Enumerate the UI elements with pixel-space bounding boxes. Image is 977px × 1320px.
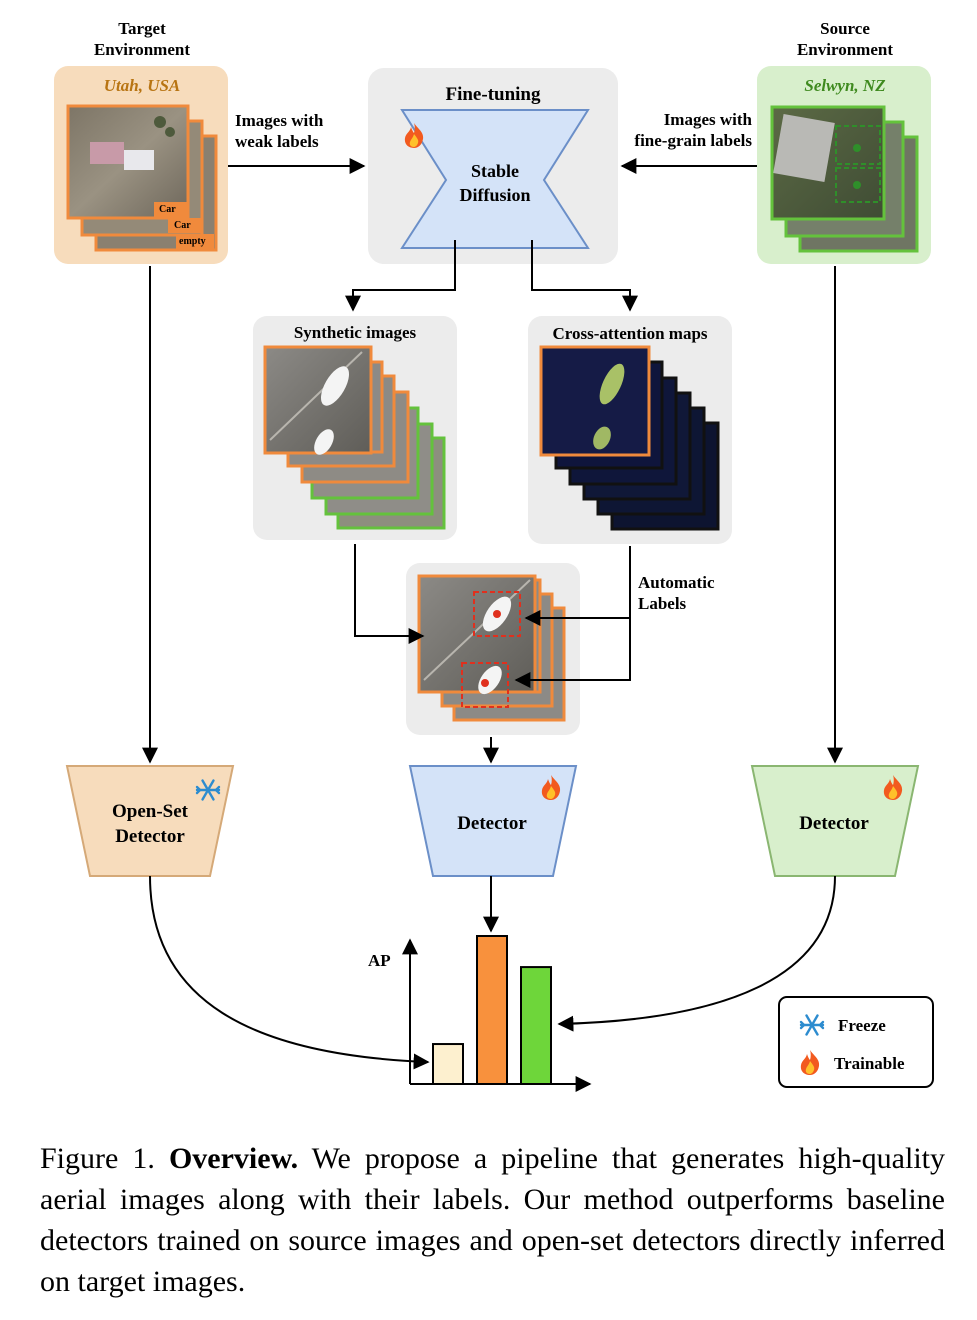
crossattn-title: Cross-attention maps [552, 324, 708, 343]
ap-bar-3 [520, 966, 552, 1086]
legend-trainable-label: Trainable [834, 1054, 905, 1073]
ap-chart [402, 935, 592, 1092]
target-place: Utah, USA [103, 76, 181, 95]
target-header: Target Environment [93, 19, 191, 59]
legend-freeze-label: Freeze [838, 1016, 886, 1035]
synthetic-image-stack [263, 345, 446, 530]
detector-right-label: Detector [799, 813, 869, 834]
arrow-synthetic-to-labeled [354, 544, 425, 644]
snowflake-icon [195, 779, 221, 801]
arrow-finetune-to-synthetic [345, 240, 456, 312]
detector-right-shape [750, 765, 920, 877]
stable-diffusion-label: Stable Diffusion [459, 161, 531, 205]
edge-label-fine: Images with fine-grain labels [634, 110, 752, 150]
diagram-canvas [54, 66, 934, 1092]
synthetic-title: Synthetic images [293, 323, 417, 342]
target-tag-car-1: Car [159, 204, 176, 215]
arrow-openset-to-chart [149, 875, 430, 1070]
arrows [142, 158, 843, 1070]
chart-ylabel: AP [368, 951, 391, 970]
open-set-detector-shape [65, 765, 235, 877]
arrow-finetune-to-crossattn [531, 240, 638, 312]
caption-text: We propose a pipeline that generates hig… [40, 1142, 945, 1298]
arrow-crossattn-to-label-bottom [514, 618, 631, 688]
flame-icon [541, 775, 561, 800]
snowflake-icon [799, 1014, 825, 1036]
stable-diffusion-shape [400, 109, 590, 249]
source-header: Source Environment [796, 19, 894, 59]
detector-middle-label: Detector [457, 813, 527, 834]
open-set-detector-label: Open-Set Detector [112, 801, 188, 847]
source-image-stack [770, 105, 919, 253]
flame-icon [800, 1050, 820, 1075]
source-place: Selwyn, NZ [804, 76, 886, 95]
target-tag-boxes [154, 202, 214, 249]
ap-bar-2 [476, 935, 508, 1085]
caption-prefix: Figure 1. [40, 1142, 155, 1175]
crossattn-image-stack [539, 345, 720, 531]
detector-middle-shape [408, 765, 578, 877]
flame-icon [404, 123, 424, 148]
figure-caption: Figure 1. Overview. We propose a pipelin… [40, 1138, 945, 1302]
labeled-image-stack [417, 574, 566, 722]
ap-bar-1 [432, 1043, 464, 1086]
target-tag-empty: empty [179, 236, 206, 247]
finetune-title: Fine-tuning [445, 84, 541, 105]
edge-label-automatic: Automatic Labels [638, 573, 715, 613]
caption-bold: Overview. [168, 1142, 299, 1175]
edge-label-weak: Images with weak labels [235, 111, 324, 151]
arrow-detector-right-to-chart [557, 875, 836, 1032]
target-tag-car-2: Car [174, 220, 191, 231]
flame-icon [883, 775, 903, 800]
